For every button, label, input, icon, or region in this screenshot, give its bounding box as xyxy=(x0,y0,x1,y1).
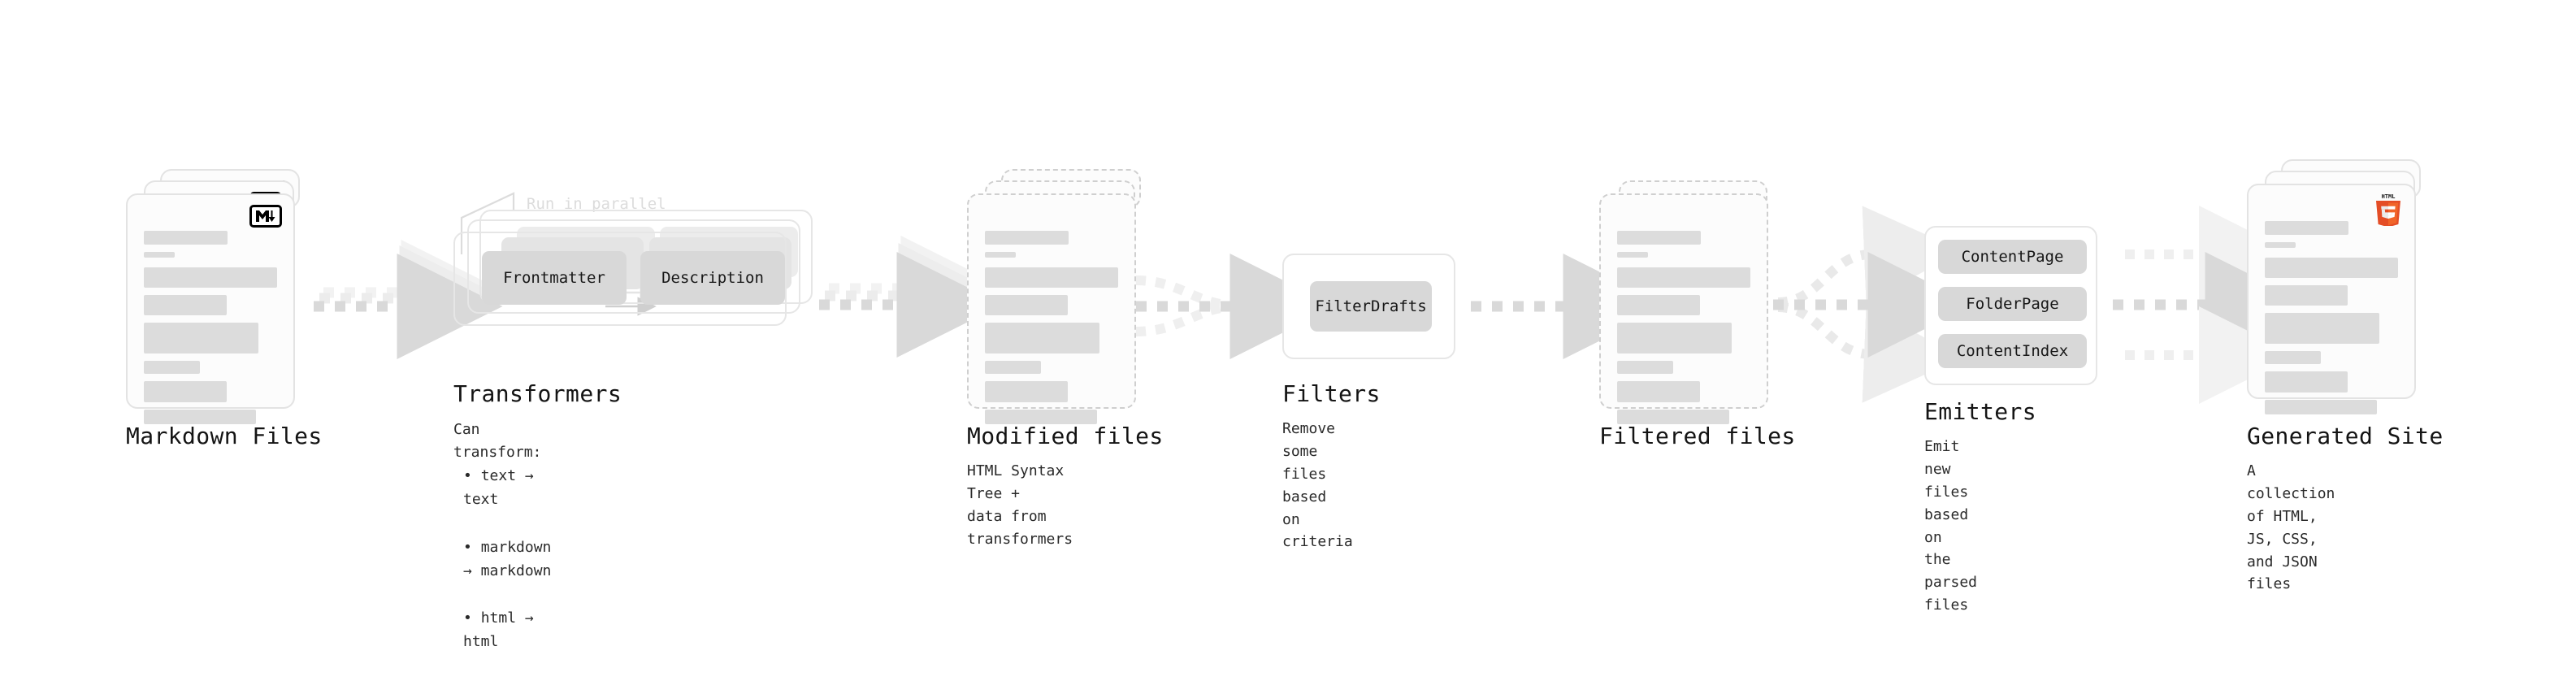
filters-group: FilterDrafts xyxy=(1282,254,1455,359)
file-skeleton xyxy=(1617,231,1750,432)
stage-title-filters: Filters xyxy=(1282,380,1381,407)
svg-text:HTML: HTML xyxy=(2382,193,2396,200)
filter-filterdrafts[interactable]: FilterDrafts xyxy=(1310,281,1432,332)
emitter-contentindex[interactable]: ContentIndex xyxy=(1938,334,2087,368)
run-in-parallel-label: Run in parallel xyxy=(527,195,666,213)
markdown-icon xyxy=(249,205,282,231)
markdown-file-card-front xyxy=(126,193,295,424)
bullet-dot: • xyxy=(463,609,481,627)
emitter-folderpage[interactable]: FolderPage xyxy=(1938,287,2087,321)
transformers-bullet-2: • html → html xyxy=(463,583,551,653)
emitters-subtitle: Emit new files based on the parsed files xyxy=(1924,438,1978,614)
stage-title-transformers: Transformers xyxy=(453,380,622,407)
modified-file-card-front xyxy=(967,193,1136,424)
modified-files-subtitle: HTML Syntax Tree + data from transformer… xyxy=(967,462,1073,548)
filters-subtitle: Remove some files based on criteria xyxy=(1282,420,1353,551)
generated-file-card-front: HTML xyxy=(2247,184,2416,414)
stage-title-emitters: Emitters xyxy=(1924,398,2037,425)
transformers-group: Frontmatter Description xyxy=(453,232,787,326)
emitter-contentpage[interactable]: ContentPage xyxy=(1938,240,2087,274)
transformers-bullet-1: • markdown → markdown xyxy=(463,511,551,582)
file-skeleton xyxy=(2265,221,2398,422)
stage-title-generated-site: Generated Site xyxy=(2247,423,2444,449)
stage-title-filtered-files: Filtered files xyxy=(1599,423,1796,449)
connector-emitters-to-generated-site xyxy=(2113,206,2311,404)
html5-icon: HTML xyxy=(2374,192,2403,228)
bullet-dot: • xyxy=(463,538,481,556)
transformer-frontmatter[interactable]: Frontmatter xyxy=(482,251,627,305)
transformer-description[interactable]: Description xyxy=(640,251,785,305)
bullet-text: markdown → markdown xyxy=(463,538,552,579)
filtered-file-card-front xyxy=(1599,193,1768,424)
html5-glyph: HTML xyxy=(2376,193,2400,228)
connector-filtered-to-emitters xyxy=(1773,206,1974,403)
emitters-group: ContentPage FolderPage ContentIndex xyxy=(1924,226,2097,385)
file-skeleton xyxy=(985,231,1118,432)
file-skeleton xyxy=(144,231,277,432)
stage-title-modified-files: Modified files xyxy=(967,423,1164,449)
transformers-bullet-0: • text → text xyxy=(463,440,551,511)
markdown-glyph xyxy=(256,210,275,222)
connector-md-to-transformers xyxy=(314,240,507,359)
transformers-subtitle: Can transform: xyxy=(453,421,542,461)
transformers-bullet-list: • text → text • markdown → markdown • ht… xyxy=(463,440,551,653)
connector-modified-to-filters xyxy=(1135,254,1336,359)
bullet-dot: • xyxy=(463,467,481,485)
bullet-text: html → html xyxy=(463,609,534,651)
stage-title-markdown-files: Markdown Files xyxy=(126,423,323,449)
connector-transformers-to-modified xyxy=(819,236,1007,358)
bullet-text: text → text xyxy=(463,467,534,509)
generated-site-subtitle: A collection of HTML, JS, CSS, and JSON … xyxy=(2247,462,2335,593)
